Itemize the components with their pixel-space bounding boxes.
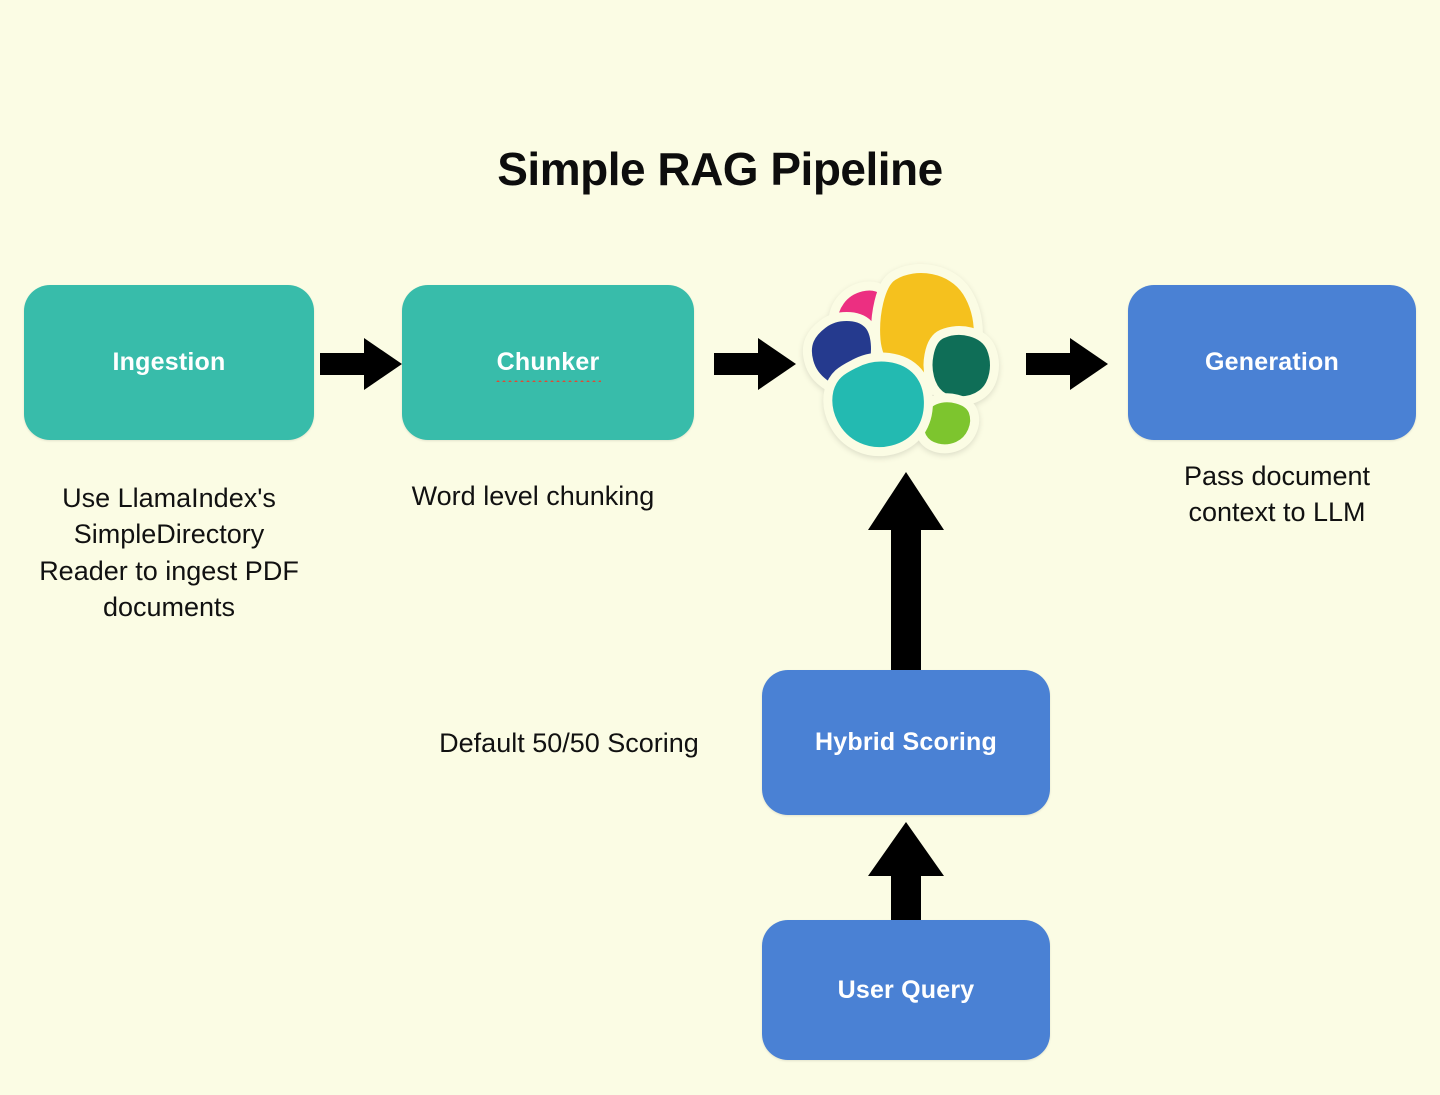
node-chunker[interactable]: Chunker bbox=[402, 285, 694, 440]
elasticsearch-logo-svg bbox=[802, 264, 999, 457]
caption-chunker: Word level chunking bbox=[411, 481, 655, 511]
node-generation-label: Generation bbox=[1205, 348, 1339, 376]
arrow-query-to-hybrid bbox=[866, 822, 946, 920]
arrow-up-icon bbox=[868, 472, 944, 672]
teal-petal bbox=[823, 352, 933, 457]
arrow-up-icon bbox=[868, 822, 944, 920]
dark-green-petal bbox=[923, 326, 999, 406]
arrow-right-icon bbox=[1026, 338, 1108, 390]
arrow-hybrid-to-vectorstore bbox=[866, 472, 946, 672]
node-generation[interactable]: Generation bbox=[1128, 285, 1416, 440]
arrow-chunker-to-vectorstore bbox=[714, 336, 796, 392]
node-hybrid-scoring-label: Hybrid Scoring bbox=[815, 728, 997, 756]
node-ingestion-label: Ingestion bbox=[112, 348, 226, 376]
arrow-ingestion-to-chunker bbox=[320, 336, 402, 392]
caption-ingestion: Use LlamaIndex's SimpleDirectory Reader … bbox=[39, 483, 299, 623]
vector-store-elasticsearch-icon[interactable] bbox=[792, 252, 1002, 464]
node-hybrid-scoring[interactable]: Hybrid Scoring bbox=[762, 670, 1050, 815]
node-user-query[interactable]: User Query bbox=[762, 920, 1050, 1060]
arrow-right-icon bbox=[320, 338, 402, 390]
arrow-vectorstore-to-generation bbox=[1026, 336, 1108, 392]
caption-hybrid-scoring: Default 50/50 Scoring bbox=[439, 728, 699, 758]
page-title: Simple RAG Pipeline bbox=[497, 143, 943, 195]
node-chunker-label: Chunker bbox=[494, 348, 602, 382]
arrow-right-icon bbox=[714, 338, 796, 390]
node-ingestion[interactable]: Ingestion bbox=[24, 285, 314, 440]
caption-generation: Pass document context to LLM bbox=[1183, 461, 1371, 528]
node-user-query-label: User Query bbox=[837, 975, 975, 1004]
